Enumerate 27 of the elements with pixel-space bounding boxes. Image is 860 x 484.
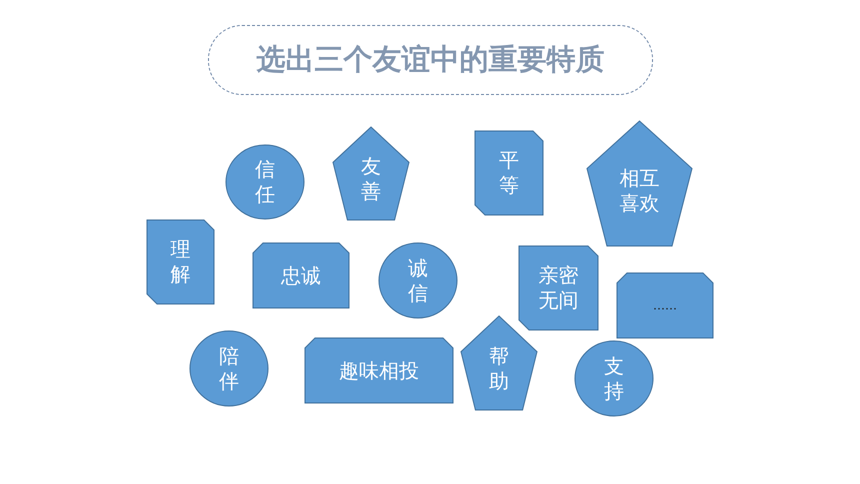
node-label: 亲密无间: [538, 263, 578, 313]
node-label: 趣味相投: [339, 358, 419, 383]
node-label: 相互喜欢: [620, 166, 660, 216]
node-label: 忠诚: [281, 263, 321, 288]
node-label: 诚信: [408, 256, 428, 306]
node-label: 支持: [604, 354, 624, 404]
circle-node: [226, 145, 304, 219]
snipped-box-node: [253, 243, 349, 308]
snipped-box-node: [147, 220, 214, 304]
title: 选出三个友谊中的重要特质: [256, 41, 604, 78]
circle-node: [190, 331, 268, 406]
node-label: 陪伴: [219, 344, 239, 394]
pentagon-node: [461, 316, 537, 410]
snipped-box-node: [475, 131, 543, 215]
snipped-box-node: [519, 246, 598, 330]
pentagon-node: [587, 121, 692, 246]
node-label: 平等: [499, 148, 519, 198]
snipped-box-node: [305, 338, 453, 403]
node-label: 信任: [255, 157, 275, 207]
pentagon-node: [333, 127, 409, 220]
snipped-box-node: [617, 273, 713, 338]
circle-node: [575, 341, 653, 416]
node-label: 友善: [361, 154, 381, 204]
node-label: ……: [653, 298, 677, 313]
node-label: 帮助: [489, 344, 509, 394]
circle-node: [379, 243, 457, 318]
node-label: 理解: [170, 237, 190, 287]
